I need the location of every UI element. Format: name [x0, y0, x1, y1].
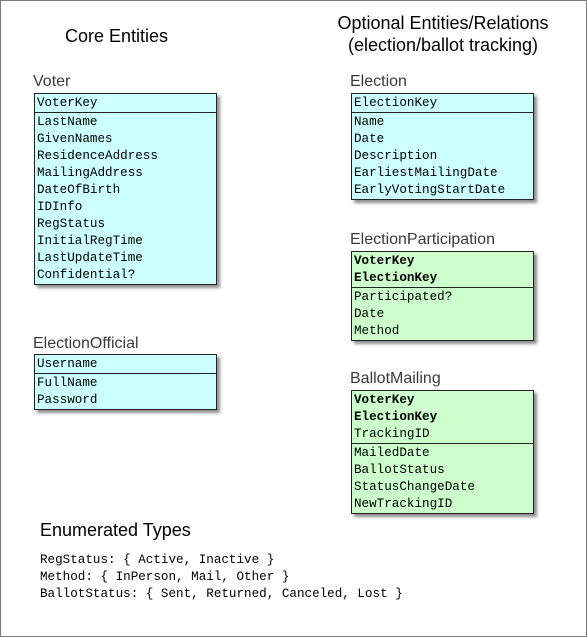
election-participation-key-section: VoterKey ElectionKey: [352, 252, 533, 287]
entity-attribute: LastUpdateTime: [37, 251, 143, 265]
entity-key: ElectionKey: [354, 96, 438, 110]
entity-attribute: Participated?: [354, 290, 453, 304]
election-key-section: ElectionKey: [352, 94, 533, 112]
election-attribute-section: Name Date Description EarliestMailingDat…: [352, 112, 533, 199]
entity-attribute: ResidenceAddress: [37, 149, 158, 163]
voter-attribute-section: LastName GivenNames ResidenceAddress Mai…: [35, 112, 216, 284]
entity-attribute: Date: [354, 132, 385, 146]
enum-definition: RegStatus: { Active, Inactive }: [40, 553, 275, 567]
entity-key: ElectionKey: [354, 271, 438, 285]
entity-attribute: Name: [354, 115, 385, 129]
entity-key: ElectionKey: [354, 410, 438, 424]
ballot-mailing-entity-title: BallotMailing: [350, 370, 441, 387]
election-official-entity-title: ElectionOfficial: [33, 335, 139, 352]
election-official-attribute-section: FullName Password: [35, 373, 216, 409]
ballot-mailing-entity-box: VoterKey ElectionKey TrackingID MailedDa…: [351, 390, 534, 514]
entity-attribute: Method: [354, 324, 400, 338]
entity-attribute: TrackingID: [354, 427, 430, 441]
entity-attribute: DateOfBirth: [37, 183, 121, 197]
election-official-key-section: Username: [35, 355, 216, 373]
entity-attribute: Description: [354, 149, 438, 163]
optional-heading-line1: Optional Entities/Relations: [337, 13, 549, 33]
voter-key-section: VoterKey: [35, 94, 216, 112]
enum-definition: Method: { InPerson, Mail, Other }: [40, 570, 290, 584]
entity-attribute: EarliestMailingDate: [354, 166, 498, 180]
entity-key: VoterKey: [354, 254, 415, 268]
entity-attribute: MailedDate: [354, 446, 430, 460]
entity-attribute: NewTrackingID: [354, 497, 453, 511]
enumerated-types-heading: Enumerated Types: [40, 520, 191, 540]
entity-key: Username: [37, 357, 98, 371]
entity-attribute: Password: [37, 393, 98, 407]
entity-attribute: Date: [354, 307, 385, 321]
entity-attribute: IDInfo: [37, 200, 83, 214]
entity-attribute: MailingAddress: [37, 166, 143, 180]
ballot-mailing-attribute-section: MailedDate BallotStatus StatusChangeDate…: [352, 443, 533, 513]
entity-attribute: LastName: [37, 115, 98, 129]
election-participation-attribute-section: Participated? Date Method: [352, 287, 533, 340]
optional-entities-heading: Optional Entities/Relations (election/ba…: [321, 12, 565, 56]
ballot-mailing-key-section: VoterKey ElectionKey TrackingID: [352, 391, 533, 443]
optional-heading-line2: (election/ballot tracking): [347, 35, 539, 55]
election-participation-entity-title: ElectionParticipation: [350, 231, 495, 248]
enumerated-types-list: RegStatus: { Active, Inactive } Method: …: [40, 552, 403, 603]
entity-attribute: StatusChangeDate: [354, 480, 475, 494]
entity-attribute: GivenNames: [37, 132, 113, 146]
election-official-entity-box: Username FullName Password: [34, 354, 217, 410]
core-entities-heading: Core Entities: [65, 26, 169, 46]
entity-attribute: FullName: [37, 376, 98, 390]
election-entity-title: Election: [350, 73, 407, 90]
entity-key: VoterKey: [354, 393, 415, 407]
entity-attribute: Confidential?: [37, 268, 136, 282]
entity-attribute: RegStatus: [37, 217, 106, 231]
entity-attribute: BallotStatus: [354, 463, 445, 477]
voter-entity-title: Voter: [33, 73, 71, 90]
election-participation-entity-box: VoterKey ElectionKey Participated? Date …: [351, 251, 534, 341]
entity-key: VoterKey: [37, 96, 98, 110]
enum-definition: BallotStatus: { Sent, Returned, Canceled…: [40, 587, 403, 601]
voter-entity-box: VoterKey LastName GivenNames ResidenceAd…: [34, 93, 217, 285]
election-entity-box: ElectionKey Name Date Description Earlie…: [351, 93, 534, 200]
entity-attribute: EarlyVotingStartDate: [354, 183, 506, 197]
entity-attribute: InitialRegTime: [37, 234, 143, 248]
